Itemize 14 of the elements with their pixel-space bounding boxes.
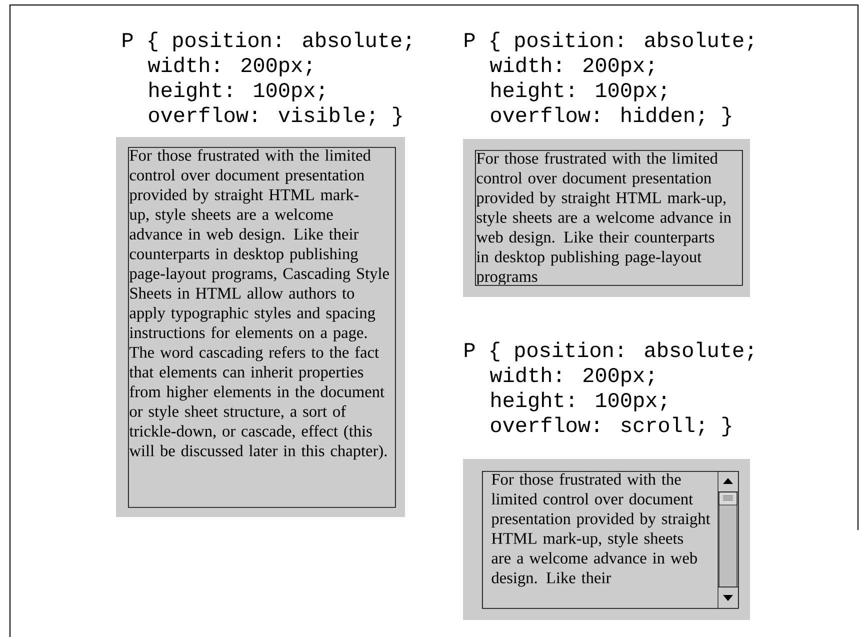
code-text: P { position: absolute;: [464, 342, 753, 362]
code-text: height: 100px;: [492, 82, 666, 102]
code-text: height: 100px;: [150, 82, 324, 102]
code-text: P { position: absolute;: [122, 32, 411, 52]
code-text: P { position: absolute;: [464, 32, 753, 52]
code-text: overflow: scroll; }: [491, 416, 731, 436]
text-box: For those frustrated with the limited control over document presentation provided by straight HTML mark-up, style sheets are a welcome advance in web design. Like their counterparts in desktop publishing page-layout programs: [463, 139, 750, 297]
code-text: width: 200px;: [490, 366, 654, 386]
code-text: width: 200px;: [490, 56, 654, 76]
text-box: For those frustrated with the limited control over document presentation provided by straight HTML mark-up, style sheets are a welcome advance in web design. Like their: [463, 459, 750, 620]
code-text: overflow: visible; }: [149, 106, 402, 126]
code-text: height: 100px;: [492, 392, 666, 412]
text-box: For those frustrated with the limited control over document presentation provided by straight HTML mark-up, style sheets are a welcome advance in web design. Like their counterparts in desktop publishing page-layout programs, Cascading Style Sheets in HTML allow authors to apply typographic styles and spacing instructions for elements on a page. The word cascading refers to the fact that elements can inherit properties from higher elements in the document or style sheet structure, a sort of trickle-down, or cascade, effect (this will be discussed later in this chapter).: [116, 137, 405, 517]
code-text: width: 200px;: [148, 56, 312, 76]
